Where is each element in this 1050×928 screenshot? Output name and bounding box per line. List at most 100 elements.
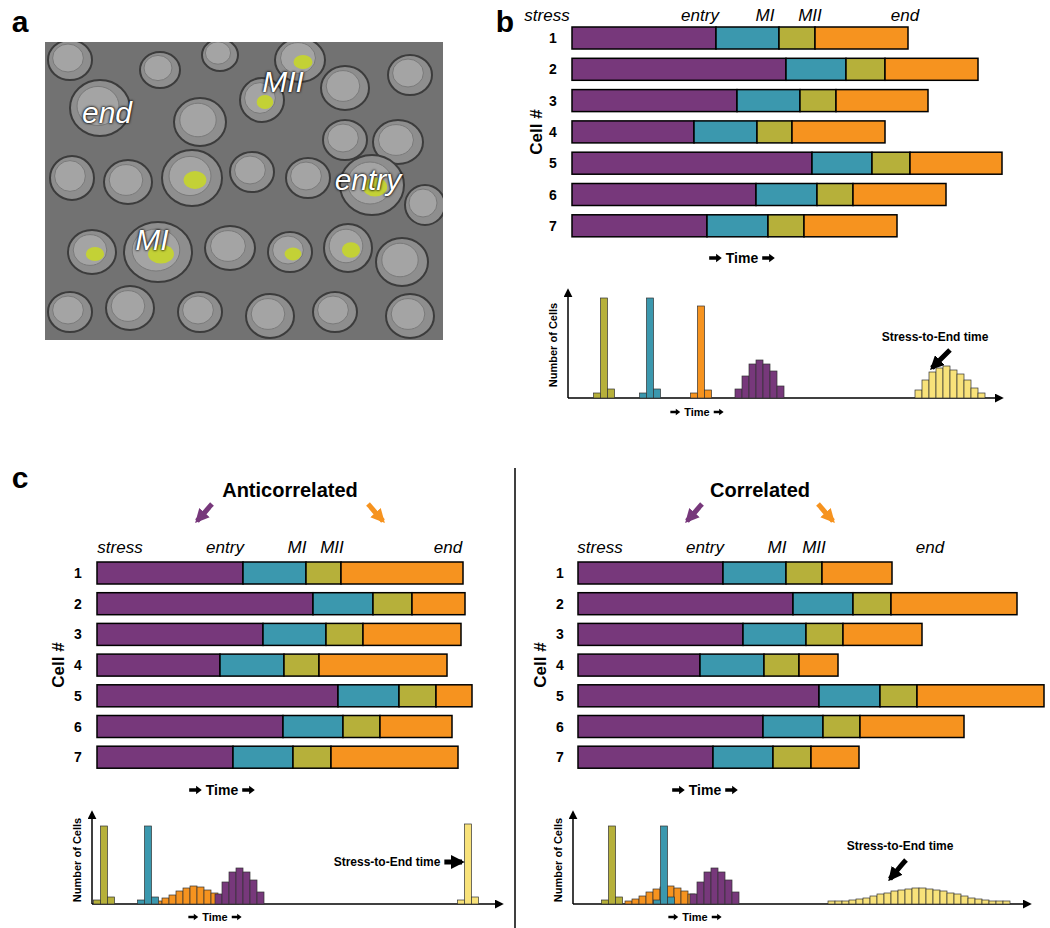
phase-segment: [338, 685, 399, 707]
histogram-bin: [756, 360, 763, 398]
yeast-cell: [321, 66, 369, 110]
phase-segment: [436, 685, 472, 707]
histogram-bin: [215, 894, 222, 904]
stage-header: stress: [97, 539, 142, 556]
panel-letter: a: [12, 7, 29, 37]
stage-header: MII: [798, 7, 822, 24]
annotation: Stress-to-End time: [334, 856, 441, 868]
yeast-cell: [286, 158, 330, 198]
histogram-bin: [735, 389, 742, 398]
histogram-bin: [777, 386, 784, 398]
axis-label: Cell #: [532, 642, 549, 687]
axis-label: Time: [206, 783, 238, 797]
phase-segment: [817, 184, 853, 206]
histogram-bin: [905, 889, 912, 904]
phase-segment: [853, 593, 891, 615]
axis-label: Time: [684, 407, 709, 418]
histogram-bin: [742, 376, 749, 398]
y-axis: [567, 290, 569, 398]
callout-arrow: [818, 504, 833, 521]
histogram-bin: [654, 900, 661, 904]
phase-segment: [578, 685, 819, 707]
panel-letter: b: [496, 7, 514, 37]
histogram-bin: [229, 872, 236, 904]
histogram-bin: [870, 896, 877, 904]
phase-segment: [860, 716, 964, 738]
histogram-bin: [608, 389, 615, 398]
histogram-bin: [877, 894, 884, 904]
phase-segment: [293, 746, 331, 768]
histogram-bin: [162, 898, 169, 904]
phase-segment: [578, 654, 700, 676]
phase-segment: [836, 90, 928, 112]
phase-segment: [572, 27, 716, 49]
histogram-bin: [940, 891, 947, 904]
phase-segment: [804, 215, 897, 237]
row-number: 4: [549, 125, 557, 139]
histogram-bin: [138, 900, 145, 904]
stage-header: MI: [288, 539, 307, 556]
stage-header: end: [434, 539, 462, 556]
histogram-bin: [978, 393, 985, 398]
histogram-bin: [964, 380, 971, 398]
row-number: 1: [549, 31, 557, 45]
phase-segment: [800, 90, 836, 112]
histogram-bin: [698, 306, 705, 398]
axis-label: Time: [202, 912, 227, 923]
phase-segment: [578, 593, 793, 615]
histogram-bin: [458, 900, 465, 904]
phase-segment: [373, 593, 412, 615]
arrow-glyph: [668, 914, 678, 921]
row-number: 6: [556, 720, 564, 734]
histogram-bin: [912, 888, 919, 904]
histogram-bin: [936, 368, 943, 398]
row-number: 3: [556, 627, 564, 641]
histogram-bin: [950, 370, 957, 398]
row-number: 5: [549, 156, 557, 170]
histogram-bin: [849, 900, 856, 904]
histogram-bin: [922, 380, 929, 398]
phase-segment: [872, 152, 910, 174]
histogram-bin: [222, 882, 229, 904]
histogram-bin: [732, 892, 739, 904]
phase-segment: [811, 746, 859, 768]
phase-segment: [910, 152, 1002, 174]
row-number: 4: [74, 658, 82, 672]
histogram-bin: [770, 371, 777, 398]
axis-label: Time: [682, 912, 707, 923]
yeast-cell: [202, 42, 238, 71]
phase-segment: [694, 121, 757, 143]
yeast-cell: [174, 98, 226, 146]
yeast-cell: [313, 292, 357, 332]
histogram-bin: [639, 896, 646, 904]
phase-segment: [97, 654, 220, 676]
yeast-cell: [68, 230, 116, 274]
phase-segment: [97, 716, 283, 738]
histogram-bin: [690, 894, 697, 904]
histogram-bin: [654, 389, 661, 398]
phase-segment: [786, 562, 822, 584]
histogram-bin: [947, 893, 954, 904]
phase-segment: [799, 654, 838, 676]
arrow-glyph: [188, 914, 198, 921]
histogram-bin: [609, 826, 616, 904]
axis-label: Number of Cells: [72, 818, 83, 902]
stage-header: MII: [802, 539, 826, 556]
yeast-cell: [386, 294, 434, 338]
histogram-bin: [971, 388, 978, 398]
row-number: 7: [549, 219, 557, 233]
stage-header: entry: [206, 539, 244, 556]
row-number: 2: [74, 597, 82, 611]
row-number: 1: [556, 566, 564, 580]
phase-segment: [572, 184, 756, 206]
panel-title: Anticorrelated: [222, 480, 358, 500]
micrograph-label: MI: [135, 225, 168, 255]
phase-segment: [743, 623, 806, 645]
stage-header: end: [916, 539, 944, 556]
callout-arrow: [890, 860, 906, 879]
arrow-glyph: [709, 254, 722, 262]
panel-letter: c: [12, 463, 29, 493]
yeast-cell: [268, 232, 312, 272]
histogram-bin: [152, 897, 159, 904]
